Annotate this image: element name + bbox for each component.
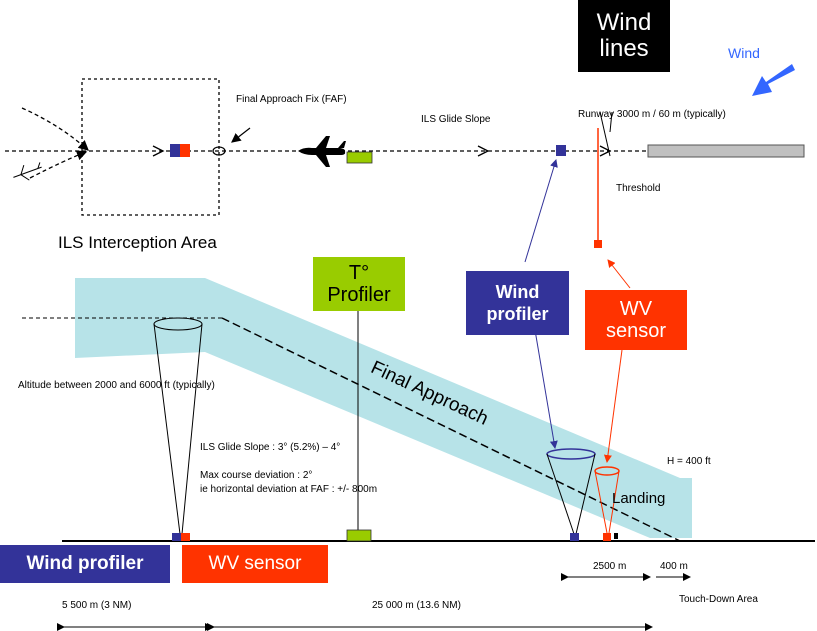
t-profiler-box: T° Profiler <box>313 257 405 311</box>
final-approach-path <box>221 317 681 542</box>
wind-lines-line1: Wind <box>596 8 652 36</box>
approach-arrow-3 <box>599 145 612 157</box>
faf-marker <box>212 146 226 156</box>
wind-profiler-link-top <box>524 159 558 263</box>
wind-profiler-ground <box>172 533 181 541</box>
wv-sensor-marker-top <box>180 144 190 157</box>
t-profiler-marker-top <box>346 151 373 164</box>
dist-25000-label: 25 000 m (13.6 NM) <box>372 600 461 611</box>
wind-lines-box: Wind lines <box>578 0 670 72</box>
wind-lines-line2: lines <box>599 35 649 62</box>
wv-sensor-box-line2: sensor <box>605 320 667 342</box>
wv-cone-left <box>594 470 608 534</box>
wind-profiler-link-bottom <box>534 329 558 449</box>
runway <box>647 144 805 158</box>
wind-profiler-legend-text: Wind profiler <box>26 553 144 574</box>
wv-sensor-runway-ground <box>603 533 611 541</box>
wv-sensor-box-line1: WV <box>619 298 653 320</box>
landing-label: Landing <box>612 490 666 507</box>
wind-profiler-cone-right <box>181 323 203 535</box>
ils-interception-area-label: ILS Interception Area <box>58 233 217 252</box>
touchdown-label: Touch-Down Area <box>679 594 758 605</box>
altitude-label: Altitude between 2000 and 6000 ft (typic… <box>18 380 215 391</box>
glide-slope-angle-label: ILS Glide Slope : 3° (5.2%) – 4° <box>200 442 341 453</box>
wv-sensor-link-top <box>607 259 631 289</box>
wv-sensor-ground <box>181 533 190 541</box>
wind-profiler-marker-top <box>170 144 180 157</box>
ils-glide-slope-top-label: ILS Glide Slope <box>421 114 491 125</box>
t-profiler-ground <box>346 529 372 542</box>
approach-band <box>75 278 692 538</box>
wv-sensor-legend-text: WV sensor <box>208 553 302 574</box>
wv-sensor-legend: WV sensor <box>182 545 328 583</box>
dist-5500-label: 5 500 m (3 NM) <box>62 600 132 611</box>
dist-400-label: 400 m <box>660 561 688 572</box>
plane-outline-icon <box>13 162 42 181</box>
airplane-icon <box>298 136 346 167</box>
max-course-dev-label-1: Max course deviation : 2° <box>200 470 313 481</box>
runway-profiler-ground <box>570 533 579 541</box>
wv-sensor-marker-runway <box>594 240 602 248</box>
landing-touchdown-mark <box>614 533 618 539</box>
approach-arrow-2 <box>477 145 490 157</box>
runway-profiler-cone-left <box>546 453 575 535</box>
dist-2500-label: 2500 m <box>593 561 627 572</box>
max-course-dev-label-2: ie horizontal deviation at FAF : +/- 800… <box>200 484 378 495</box>
wind-profiler-box: Wind profiler <box>466 271 569 335</box>
wind-arrow-icon <box>752 64 795 96</box>
incoming-path-2 <box>29 150 88 179</box>
wv-cone-right <box>608 470 620 534</box>
t-profiler-line1: T° <box>348 262 370 284</box>
runway-profiler-cone-right <box>575 453 596 535</box>
faf-pointer <box>231 127 251 143</box>
incoming-path-1 <box>21 107 89 151</box>
wind-profiler-cone-left <box>153 323 181 535</box>
threshold-label: Threshold <box>616 183 661 194</box>
wv-sensor-box: WV sensor <box>585 290 687 350</box>
runway-label: Runway 3000 m / 60 m (typically) <box>578 109 726 120</box>
wind-profiler-marker-runway <box>556 145 566 156</box>
runway-pointer <box>609 111 613 133</box>
wind-profiler-legend: Wind profiler <box>0 545 170 583</box>
wind-label: Wind <box>728 45 760 61</box>
h400-label: H = 400 ft <box>667 456 711 467</box>
ils-interception-area-box <box>81 78 220 216</box>
faf-label: Final Approach Fix (FAF) <box>236 94 347 105</box>
wind-lines-pointer <box>599 111 611 157</box>
approach-arrow-1 <box>152 145 165 157</box>
wind-profiler-box-line1: Wind <box>495 281 540 302</box>
t-profiler-line2: Profiler <box>327 284 391 306</box>
wind-profiler-box-line2: profiler <box>486 304 549 324</box>
wv-sensor-link-bottom <box>603 349 623 463</box>
